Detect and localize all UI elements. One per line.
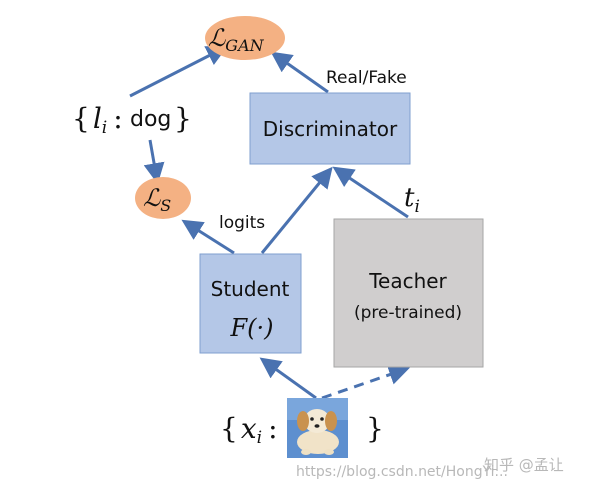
- discriminator-label: Discriminator: [263, 117, 398, 141]
- svg-text:ℒS: ℒS: [143, 184, 171, 215]
- arrows: [129, 46, 410, 400]
- input-set-colon: :: [268, 412, 277, 445]
- teacher-label: Teacher: [368, 269, 447, 293]
- loss-s-node: ℒS: [135, 177, 191, 219]
- label-set-value: dog: [130, 107, 171, 132]
- loss-s-subscript: S: [160, 196, 171, 215]
- arrow-input-to-student: [259, 357, 317, 400]
- dog-image: [287, 398, 348, 458]
- student-label: Student: [211, 277, 290, 301]
- input-set-var: x: [241, 412, 257, 445]
- teacher-output-var: t: [404, 183, 415, 213]
- teacher-output-label: ti: [404, 183, 420, 217]
- label-set-var-sub: i: [102, 118, 107, 138]
- label-set: {li:: [72, 102, 123, 138]
- loss-gan-node: ℒGAN: [205, 16, 285, 60]
- student-formula: F(·): [229, 314, 273, 342]
- loss-gan-subscript: GAN: [225, 36, 264, 55]
- teacher-box: Teacher (pre-trained): [333, 218, 484, 368]
- real-fake-label: Real/Fake: [326, 68, 407, 88]
- arrow-student-to-ls: [181, 219, 235, 255]
- arrow-set-to-ls: [143, 139, 165, 185]
- student-box: Student F(·): [199, 253, 302, 354]
- arrow-teacher-to-discriminator: [332, 166, 409, 219]
- teacher-sublabel: (pre-trained): [354, 303, 462, 323]
- logits-label: logits: [219, 213, 265, 233]
- watermark-brand: 知乎 @孟让: [484, 456, 564, 474]
- teacher-output-sub: i: [414, 197, 419, 217]
- label-set-open-brace: {: [72, 102, 90, 135]
- label-set-var: l: [93, 102, 102, 135]
- svg-text:ℒGAN: ℒGAN: [208, 24, 265, 55]
- label-set-close-brace: }: [174, 102, 192, 135]
- arrow-set-to-lgan: [129, 46, 228, 98]
- input-set-open-brace: {: [220, 412, 238, 445]
- watermark-url: https://blog.csdn.net/HongYi...: [296, 464, 508, 480]
- loss-s-symbol: ℒ: [143, 184, 161, 212]
- arrow-student-to-discriminator: [260, 166, 333, 254]
- input-set-close-brace: }: [366, 412, 384, 445]
- arrow-discriminator-to-lgan: [270, 51, 329, 94]
- loss-gan-symbol: ℒ: [208, 24, 226, 52]
- discriminator-box: Discriminator: [249, 92, 411, 165]
- input-set-var-sub: i: [257, 428, 262, 448]
- arrow-input-to-teacher-dashed: [321, 364, 410, 400]
- label-set-colon: :: [113, 102, 122, 135]
- input-set: {xi:: [220, 412, 278, 448]
